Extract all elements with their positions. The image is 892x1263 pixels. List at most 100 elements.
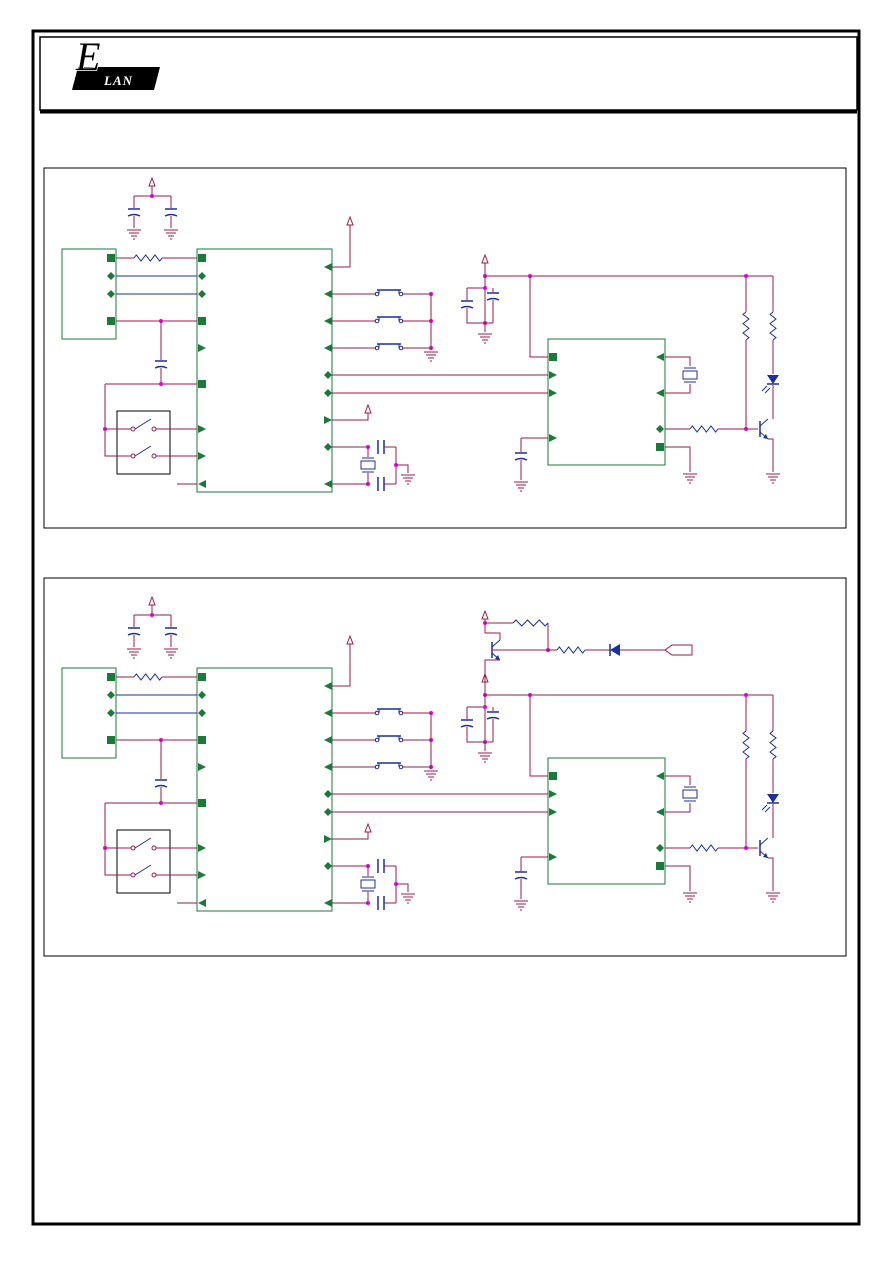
pin-diamond bbox=[198, 272, 206, 280]
ground-symbol bbox=[401, 474, 415, 485]
pin-square bbox=[198, 673, 206, 681]
pin-arrow-right bbox=[549, 371, 557, 379]
pin-arrow-right bbox=[549, 808, 557, 816]
switch-contact bbox=[130, 872, 136, 878]
osc-cap bbox=[377, 896, 385, 910]
button-contact bbox=[374, 345, 380, 351]
led-ray bbox=[761, 385, 768, 392]
cap-plate bbox=[460, 305, 474, 309]
wire bbox=[665, 865, 691, 891]
pin-square bbox=[198, 736, 206, 744]
pin-arrow-right bbox=[198, 344, 206, 352]
pin-square bbox=[549, 353, 557, 361]
bypass-cap bbox=[514, 871, 528, 880]
led bbox=[761, 794, 779, 813]
led-ray bbox=[764, 387, 771, 394]
vcc-symbol bbox=[346, 215, 354, 226]
logo-text: LAN bbox=[103, 73, 133, 88]
junction-dot bbox=[483, 705, 487, 709]
cap-plate bbox=[486, 297, 500, 301]
ground-symbol bbox=[514, 900, 528, 911]
cap-plate bbox=[514, 876, 528, 880]
wire bbox=[665, 775, 691, 785]
pin-arrow-right bbox=[549, 790, 557, 798]
wire bbox=[665, 384, 691, 394]
switch-contact bbox=[151, 845, 157, 851]
controller-ic bbox=[547, 757, 666, 885]
pin-arrow-right bbox=[198, 763, 206, 771]
switch-contact bbox=[151, 872, 157, 878]
switch-box bbox=[116, 829, 171, 894]
push-button bbox=[374, 289, 404, 297]
wire bbox=[332, 413, 369, 421]
transistor-collector bbox=[759, 418, 769, 427]
crystal-body bbox=[682, 789, 698, 799]
pullup-resistor bbox=[742, 311, 750, 341]
ground-symbol bbox=[164, 648, 178, 659]
supply-cap bbox=[486, 711, 500, 720]
ground-symbol bbox=[766, 892, 780, 903]
main-crystal bbox=[360, 457, 376, 473]
decoupling-cap bbox=[127, 627, 141, 636]
wire bbox=[332, 644, 351, 687]
circuit-2 bbox=[61, 595, 780, 912]
pin-square bbox=[107, 673, 115, 681]
pin-diamond bbox=[324, 790, 332, 798]
cap-plate bbox=[164, 632, 178, 636]
decoupling-cap bbox=[127, 208, 141, 217]
cap-plate bbox=[514, 457, 528, 461]
wire bbox=[529, 276, 548, 358]
wire bbox=[484, 659, 500, 695]
cap-plate bbox=[460, 724, 474, 728]
pin-arrow-left bbox=[656, 389, 664, 397]
pin-arrow-left bbox=[324, 736, 332, 744]
bias-resistor bbox=[512, 619, 549, 627]
switch-box bbox=[116, 410, 171, 475]
pin-arrow-left bbox=[198, 899, 206, 907]
vcc-symbol bbox=[346, 634, 354, 645]
ground-symbol bbox=[127, 648, 141, 659]
decoupling-cap bbox=[164, 208, 178, 217]
wire bbox=[665, 446, 691, 472]
bypass-cap bbox=[514, 452, 528, 461]
series-resistor bbox=[133, 673, 163, 681]
pin-square bbox=[107, 254, 115, 262]
pin-arrow-right bbox=[198, 425, 206, 433]
pin-arrow-left bbox=[656, 808, 664, 816]
wire bbox=[529, 695, 548, 777]
series-resistor bbox=[133, 254, 163, 262]
wire bbox=[665, 803, 691, 813]
wire bbox=[332, 832, 369, 840]
button-contact bbox=[374, 764, 380, 770]
pin-arrow-left bbox=[324, 317, 332, 325]
driver-transistor bbox=[759, 418, 769, 440]
supply-cap bbox=[460, 300, 474, 309]
led-triangle bbox=[767, 375, 779, 384]
input-transistor bbox=[491, 639, 501, 661]
switch-contact bbox=[130, 426, 136, 432]
button-contact bbox=[374, 318, 380, 324]
junction-dot bbox=[150, 613, 154, 617]
junction-dot bbox=[744, 693, 748, 697]
junction-dot bbox=[159, 801, 163, 805]
transistor-arrow bbox=[763, 434, 768, 439]
pin-arrow-left bbox=[324, 763, 332, 771]
sub-crystal bbox=[682, 786, 698, 802]
pin-square bbox=[198, 254, 206, 262]
pin-diamond bbox=[107, 709, 115, 717]
wire bbox=[332, 225, 351, 268]
pin-arrow-right bbox=[324, 416, 332, 424]
pin-diamond bbox=[324, 371, 332, 379]
pin-diamond bbox=[656, 425, 664, 433]
pin-diamond bbox=[324, 443, 332, 451]
button-contact bbox=[374, 710, 380, 716]
header-box bbox=[39, 36, 858, 111]
pin-square bbox=[656, 443, 664, 451]
pin-arrow-left bbox=[324, 709, 332, 717]
transistor-arrow bbox=[763, 853, 768, 858]
push-button bbox=[374, 316, 404, 324]
controller-ic bbox=[547, 338, 666, 466]
osc-cap bbox=[377, 859, 385, 873]
supply-cap bbox=[486, 292, 500, 301]
switch-contact bbox=[130, 845, 136, 851]
